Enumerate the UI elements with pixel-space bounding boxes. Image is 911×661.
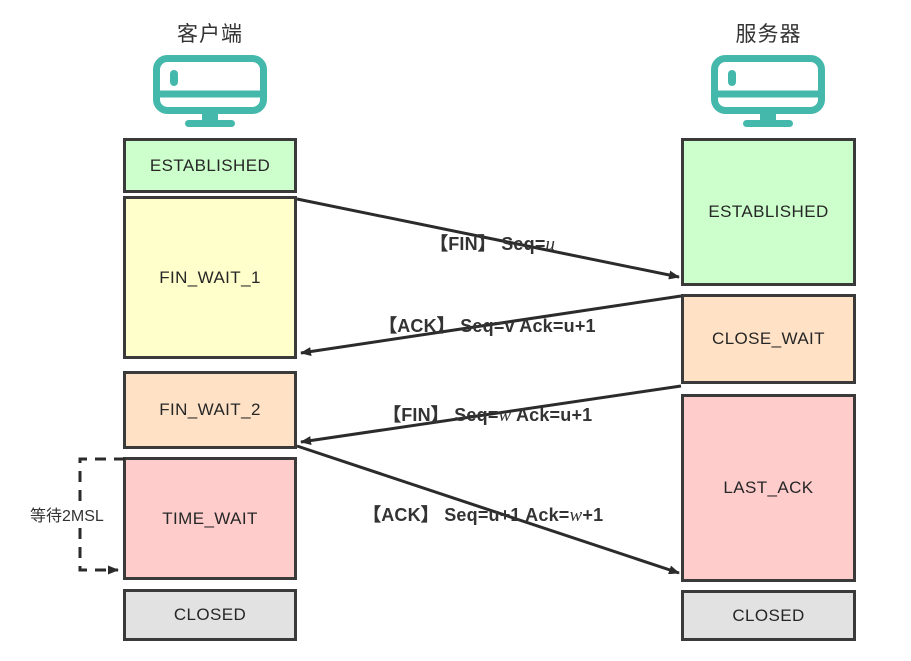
client-state-closed: CLOSED	[123, 589, 297, 641]
client-state-time-wait: TIME_WAIT	[123, 457, 297, 580]
server-monitor-icon	[710, 54, 826, 128]
message-1-variable: u	[545, 234, 556, 255]
message-3-body-pre: Seq=	[449, 405, 499, 425]
server-column-title: 服务器	[735, 23, 802, 46]
message-3-flag: 【FIN】	[383, 405, 449, 425]
message-1-body-pre: Seq=	[496, 234, 546, 254]
msl-wait-annotation: 等待2MSL	[28, 501, 106, 527]
message-2-variable: u	[563, 316, 575, 336]
server-state-closed: CLOSED	[681, 590, 856, 641]
message-label-3: 【FIN】 Seq=w Ack=u+1	[383, 401, 592, 427]
server-state-last-ack: LAST_ACK	[681, 394, 856, 582]
message-label-4: 【ACK】 Seq=u+1 Ack=w+1	[363, 501, 603, 527]
client-column-title: 客户端	[177, 23, 243, 46]
message-label-1: 【FIN】 Seq=u	[430, 230, 555, 256]
client-monitor-icon	[152, 54, 268, 128]
message-1-flag: 【FIN】	[430, 234, 496, 254]
message-4-variable: w	[569, 505, 583, 526]
message-4-flag: 【ACK】	[363, 505, 439, 525]
server-state-close-wait: CLOSE_WAIT	[681, 294, 856, 384]
client-state-fin-wait-1: FIN_WAIT_1	[123, 196, 297, 359]
message-label-2: 【ACK】 Seq=v Ack=u+1	[379, 312, 596, 338]
message-2-body-pre: Seq=v Ack=	[455, 316, 564, 336]
client-state-established: ESTABLISHED	[123, 138, 297, 193]
message-3-variable: w	[498, 405, 512, 426]
message-4-body-post: +1	[582, 505, 604, 525]
server-state-established: ESTABLISHED	[681, 138, 856, 286]
message-2-flag: 【ACK】	[379, 316, 455, 336]
message-3-body-post: Ack=u+1	[511, 405, 593, 425]
message-2-body-post: +1	[574, 316, 596, 336]
message-4-body-pre: Seq=u+1 Ack=	[439, 505, 570, 525]
client-state-fin-wait-2: FIN_WAIT_2	[123, 371, 297, 449]
